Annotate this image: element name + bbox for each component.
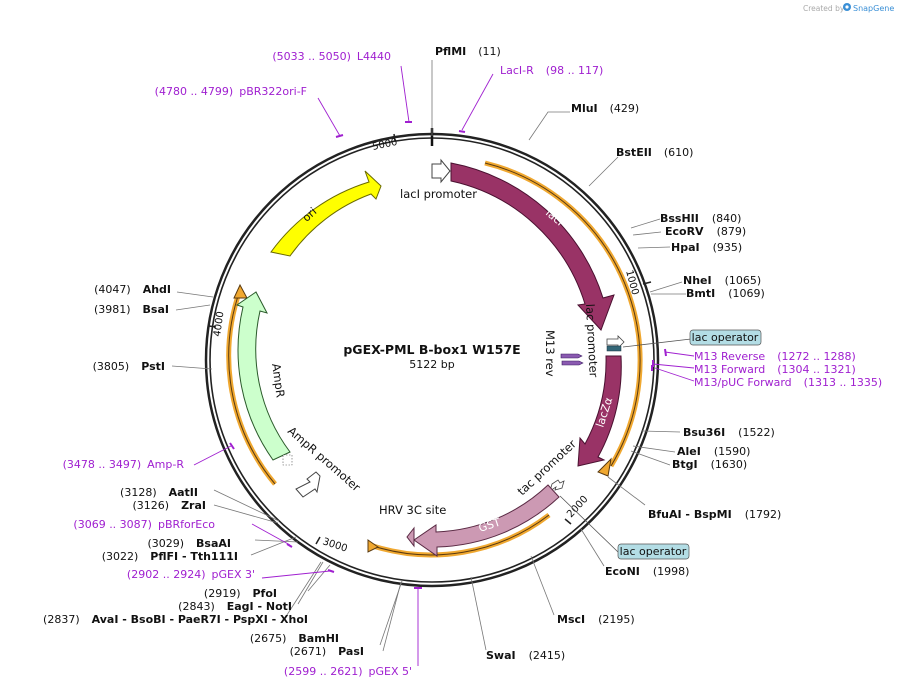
lac-operator-callout-1[interactable]: lac operator: [622, 329, 762, 348]
primer-pgex-3[interactable]: (2902 .. 2924)pGEX 3': [127, 568, 255, 581]
enzyme-bamhi[interactable]: (2675)BamHI: [250, 632, 339, 645]
watermark-created-by: Created by: [803, 4, 845, 13]
plasmid-name: pGEX-PML B-box1 W157E: [343, 342, 520, 357]
orange-arrowhead-1: [597, 457, 612, 477]
hrv-3c-site-feature[interactable]: [406, 526, 415, 548]
scale-tick-4000: 4000: [212, 311, 226, 338]
ampr-promoter-feature[interactable]: [295, 471, 321, 498]
m13-rev-label: M13 rev: [543, 330, 557, 377]
orange-annotation-arcs: [226, 160, 643, 558]
enzyme-leader-lines: [171, 60, 686, 652]
hrv-3c-site-label: HRV 3C site: [379, 503, 446, 517]
enzyme-bsai[interactable]: (3981)BsaI: [94, 303, 169, 316]
enzyme-zrai[interactable]: (3126)ZraI: [133, 499, 207, 512]
enzyme-btgi[interactable]: BtgI(1630): [672, 458, 747, 471]
primer-pgex-5[interactable]: (2599 .. 2621)pGEX 5': [284, 665, 412, 678]
lac-operator-label-2: lac operator: [620, 545, 687, 558]
lacza-feature[interactable]: [577, 355, 622, 467]
primer-pbr322ori-f[interactable]: (4780 .. 4799)pBR322ori-F: [155, 85, 307, 98]
enzyme-bsteii[interactable]: BstEII(610): [616, 146, 693, 159]
lac-promoter-label: lac promoter: [583, 303, 601, 377]
primer-markers: [229, 121, 667, 589]
scale-tick-5000: 5000: [371, 137, 398, 153]
plasmid-size: 5122 bp: [409, 358, 454, 371]
enzyme-econi[interactable]: EcoNI(1998): [605, 565, 689, 578]
watermark-brand: SnapGene: [853, 4, 894, 13]
enzyme-bsshii[interactable]: BssHII(840): [660, 212, 741, 225]
enzyme-alei[interactable]: AleI(1590): [677, 445, 750, 458]
enzyme-bsu36i[interactable]: Bsu36I(1522): [683, 426, 775, 439]
ampr-label: AmpR: [269, 362, 288, 398]
enzyme-aatii[interactable]: (3128)AatII: [120, 486, 198, 499]
enzyme-msci[interactable]: MscI(2195): [557, 613, 635, 626]
ori-feature[interactable]: [270, 170, 382, 257]
snapgene-logo-icon: [843, 3, 851, 11]
gst-feature[interactable]: [413, 484, 560, 557]
laci-promoter-label: lacI promoter: [400, 187, 477, 201]
ampr-linker: [282, 454, 293, 466]
lac-promoter-feature[interactable]: [606, 335, 625, 352]
primer-laci-r[interactable]: LacI-R(98 .. 117): [500, 64, 603, 77]
laci-feature[interactable]: [450, 162, 615, 331]
m13-rev-feature[interactable]: [560, 353, 584, 366]
enzyme-swai[interactable]: SwaI(2415): [486, 649, 565, 662]
scale-tick-3000: 3000: [321, 536, 349, 554]
enzyme-ahdi[interactable]: (4047)AhdI: [94, 283, 171, 296]
lac-operator-callout-2[interactable]: lac operator: [559, 495, 690, 560]
enzyme-pasi[interactable]: (2671)PasI: [290, 645, 364, 658]
primer-m13-reverse[interactable]: M13 Reverse(1272 .. 1288): [694, 350, 856, 363]
primer-l4440[interactable]: (5033 .. 5050)L4440: [272, 50, 391, 63]
enzyme-psti[interactable]: (3805)PstI: [93, 360, 165, 373]
enzyme-bsaai[interactable]: (3029)BsaAI: [147, 537, 231, 550]
enzyme-pflfi-tth111i[interactable]: (3022)PflFI - Tth111I: [102, 550, 238, 563]
ampr-feature[interactable]: [235, 291, 291, 461]
primer-m13-forward[interactable]: M13 Forward(1304 .. 1321): [694, 363, 856, 376]
orange-arrowhead-3: [233, 283, 248, 299]
primer-leader-lines: [193, 65, 695, 666]
orange-arrowhead-2: [367, 539, 379, 553]
primer-pbrforeco[interactable]: (3069 .. 3087)pBRforEco: [73, 518, 215, 531]
enzyme-pflmi[interactable]: PflMI(11): [435, 45, 501, 58]
enzyme-ava-xhoi-group[interactable]: (2837)AvaI - BsoBI - PaeR7I - PspXI - Xh…: [43, 613, 308, 626]
enzyme-eagi-noti[interactable]: (2843)EagI - NotI: [178, 600, 292, 613]
enzyme-bfuai-bspmi[interactable]: BfuAI - BspMI(1792): [648, 508, 781, 521]
enzyme-mlui[interactable]: MluI(429): [571, 102, 639, 115]
ampr-promoter-label: AmpR promoter: [285, 424, 363, 495]
primer-m13-puc-forward[interactable]: M13/pUC Forward(1313 .. 1335): [694, 376, 882, 389]
enzyme-hpai[interactable]: HpaI(935): [671, 241, 742, 254]
primer-amp-r[interactable]: (3478 .. 3497)Amp-R: [63, 458, 185, 471]
lac-operator-label-1: lac operator: [692, 331, 759, 344]
scale-ticks: [208, 133, 652, 545]
enzyme-nhei[interactable]: NheI(1065): [683, 274, 761, 287]
scale-tick-2000: 2000: [565, 494, 590, 520]
laci-promoter-feature[interactable]: [431, 158, 451, 184]
enzyme-ecorv[interactable]: EcoRV(879): [665, 225, 746, 238]
enzyme-bmti[interactable]: BmtI(1069): [686, 287, 765, 300]
enzyme-pfoi[interactable]: (2919)PfoI: [204, 587, 277, 600]
